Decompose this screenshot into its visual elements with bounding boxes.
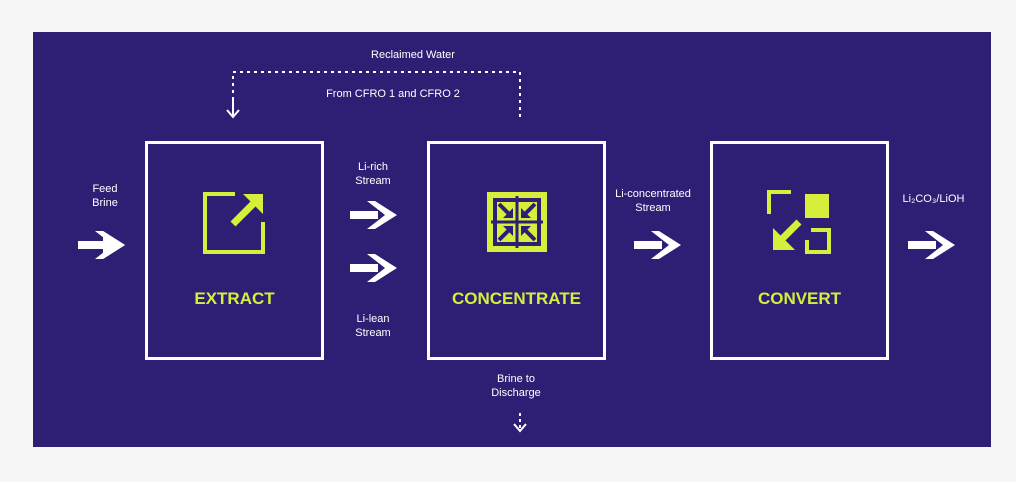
stage-convert-label: CONVERT — [757, 289, 842, 308]
li-lean-arrow-icon — [350, 254, 397, 282]
product-label: Li₂CO₃/LiOH — [902, 193, 965, 205]
feed-brine-arrow-icon — [78, 231, 125, 259]
reclaimed-water-label: Reclaimed Water — [371, 49, 455, 61]
reclaimed-water-arrow-down-icon — [226, 100, 240, 119]
stage-concentrate: CONCENTRATE — [427, 141, 606, 360]
stage-convert: CONVERT — [710, 141, 889, 360]
discharge-arrow-down-icon — [513, 413, 527, 433]
brine-discharge-label: Brine to Discharge — [491, 373, 541, 399]
product-arrow-icon — [908, 231, 955, 259]
feed-brine-label: Feed Brine — [92, 183, 118, 209]
flow-connectors — [78, 71, 955, 433]
concentrate-icon — [487, 192, 547, 252]
extract-icon — [203, 192, 265, 254]
reclaimed-water-dashed-line — [232, 71, 521, 118]
reclaimed-source-label: From CFRO 1 and CFRO 2 — [326, 88, 460, 100]
li-concentrated-arrow-icon — [634, 231, 681, 259]
stage-extract-label: EXTRACT — [194, 289, 275, 308]
convert-icon — [767, 190, 831, 254]
li-rich-arrow-icon — [350, 201, 397, 229]
process-diagram: Reclaimed Water From CFRO 1 and CFRO 2 F… — [33, 32, 991, 447]
li-concentrated-label: Li-concentrated Stream — [615, 188, 691, 214]
stage-concentrate-label: CONCENTRATE — [451, 289, 582, 308]
stage-extract: EXTRACT — [145, 141, 324, 360]
li-lean-label: Li-lean Stream — [355, 313, 391, 339]
li-rich-label: Li-rich Stream — [355, 161, 391, 187]
